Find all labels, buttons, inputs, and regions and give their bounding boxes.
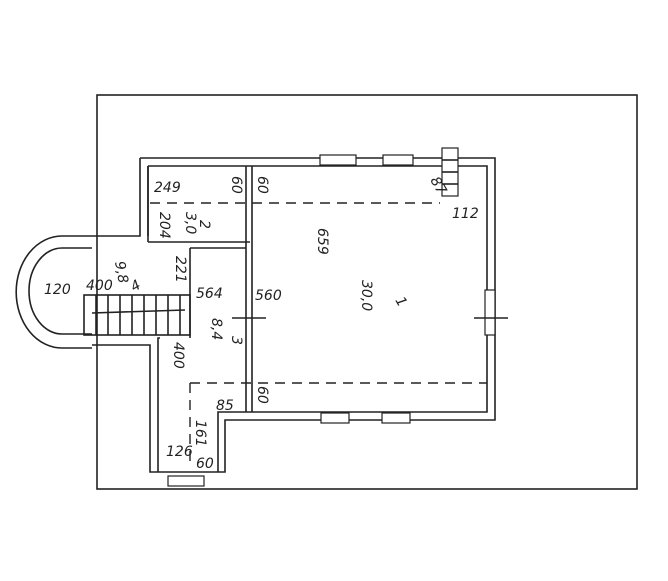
room-3-width: 400	[170, 342, 186, 369]
dim-87: 87	[427, 174, 450, 198]
dim-126: 126	[166, 444, 193, 460]
room-2-number: 2	[196, 220, 212, 229]
room-1-number: 1	[392, 294, 410, 310]
dim-85: 85	[216, 398, 234, 414]
room-3-length: 564	[196, 286, 223, 302]
dim-112: 112	[452, 206, 479, 222]
room-2-length: 249	[154, 180, 181, 196]
dim-60-b: 60	[254, 176, 270, 194]
room-2-walls	[147, 166, 253, 412]
room-2-width: 204	[156, 212, 172, 239]
room-3-number: 3	[228, 336, 244, 345]
room-1-area: 30,0	[358, 280, 374, 311]
room-4-width: 120	[44, 282, 71, 298]
dim-60-d: 60	[196, 456, 214, 472]
exterior-wall-outer	[92, 157, 496, 473]
dim-60-a: 60	[228, 176, 244, 194]
stair-tower-wall	[15, 235, 92, 349]
room-1-width: 560	[255, 288, 282, 304]
windows	[167, 154, 496, 487]
dim-60-c: 60	[254, 386, 270, 404]
room-4-length: 400	[86, 278, 113, 294]
room-2-area: 3,0	[182, 212, 198, 234]
room-4-area: 9,8	[111, 260, 131, 285]
stair-treads	[91, 295, 186, 335]
dim-221: 221	[172, 256, 188, 283]
dim-161: 161	[192, 420, 208, 447]
room-1-length: 659	[314, 228, 330, 255]
room-3-area: 8,4	[208, 318, 224, 340]
ceiling-line	[150, 202, 487, 465]
ventilation-ducts	[441, 147, 459, 197]
staircase	[83, 294, 191, 336]
sheet-frame	[96, 94, 638, 490]
